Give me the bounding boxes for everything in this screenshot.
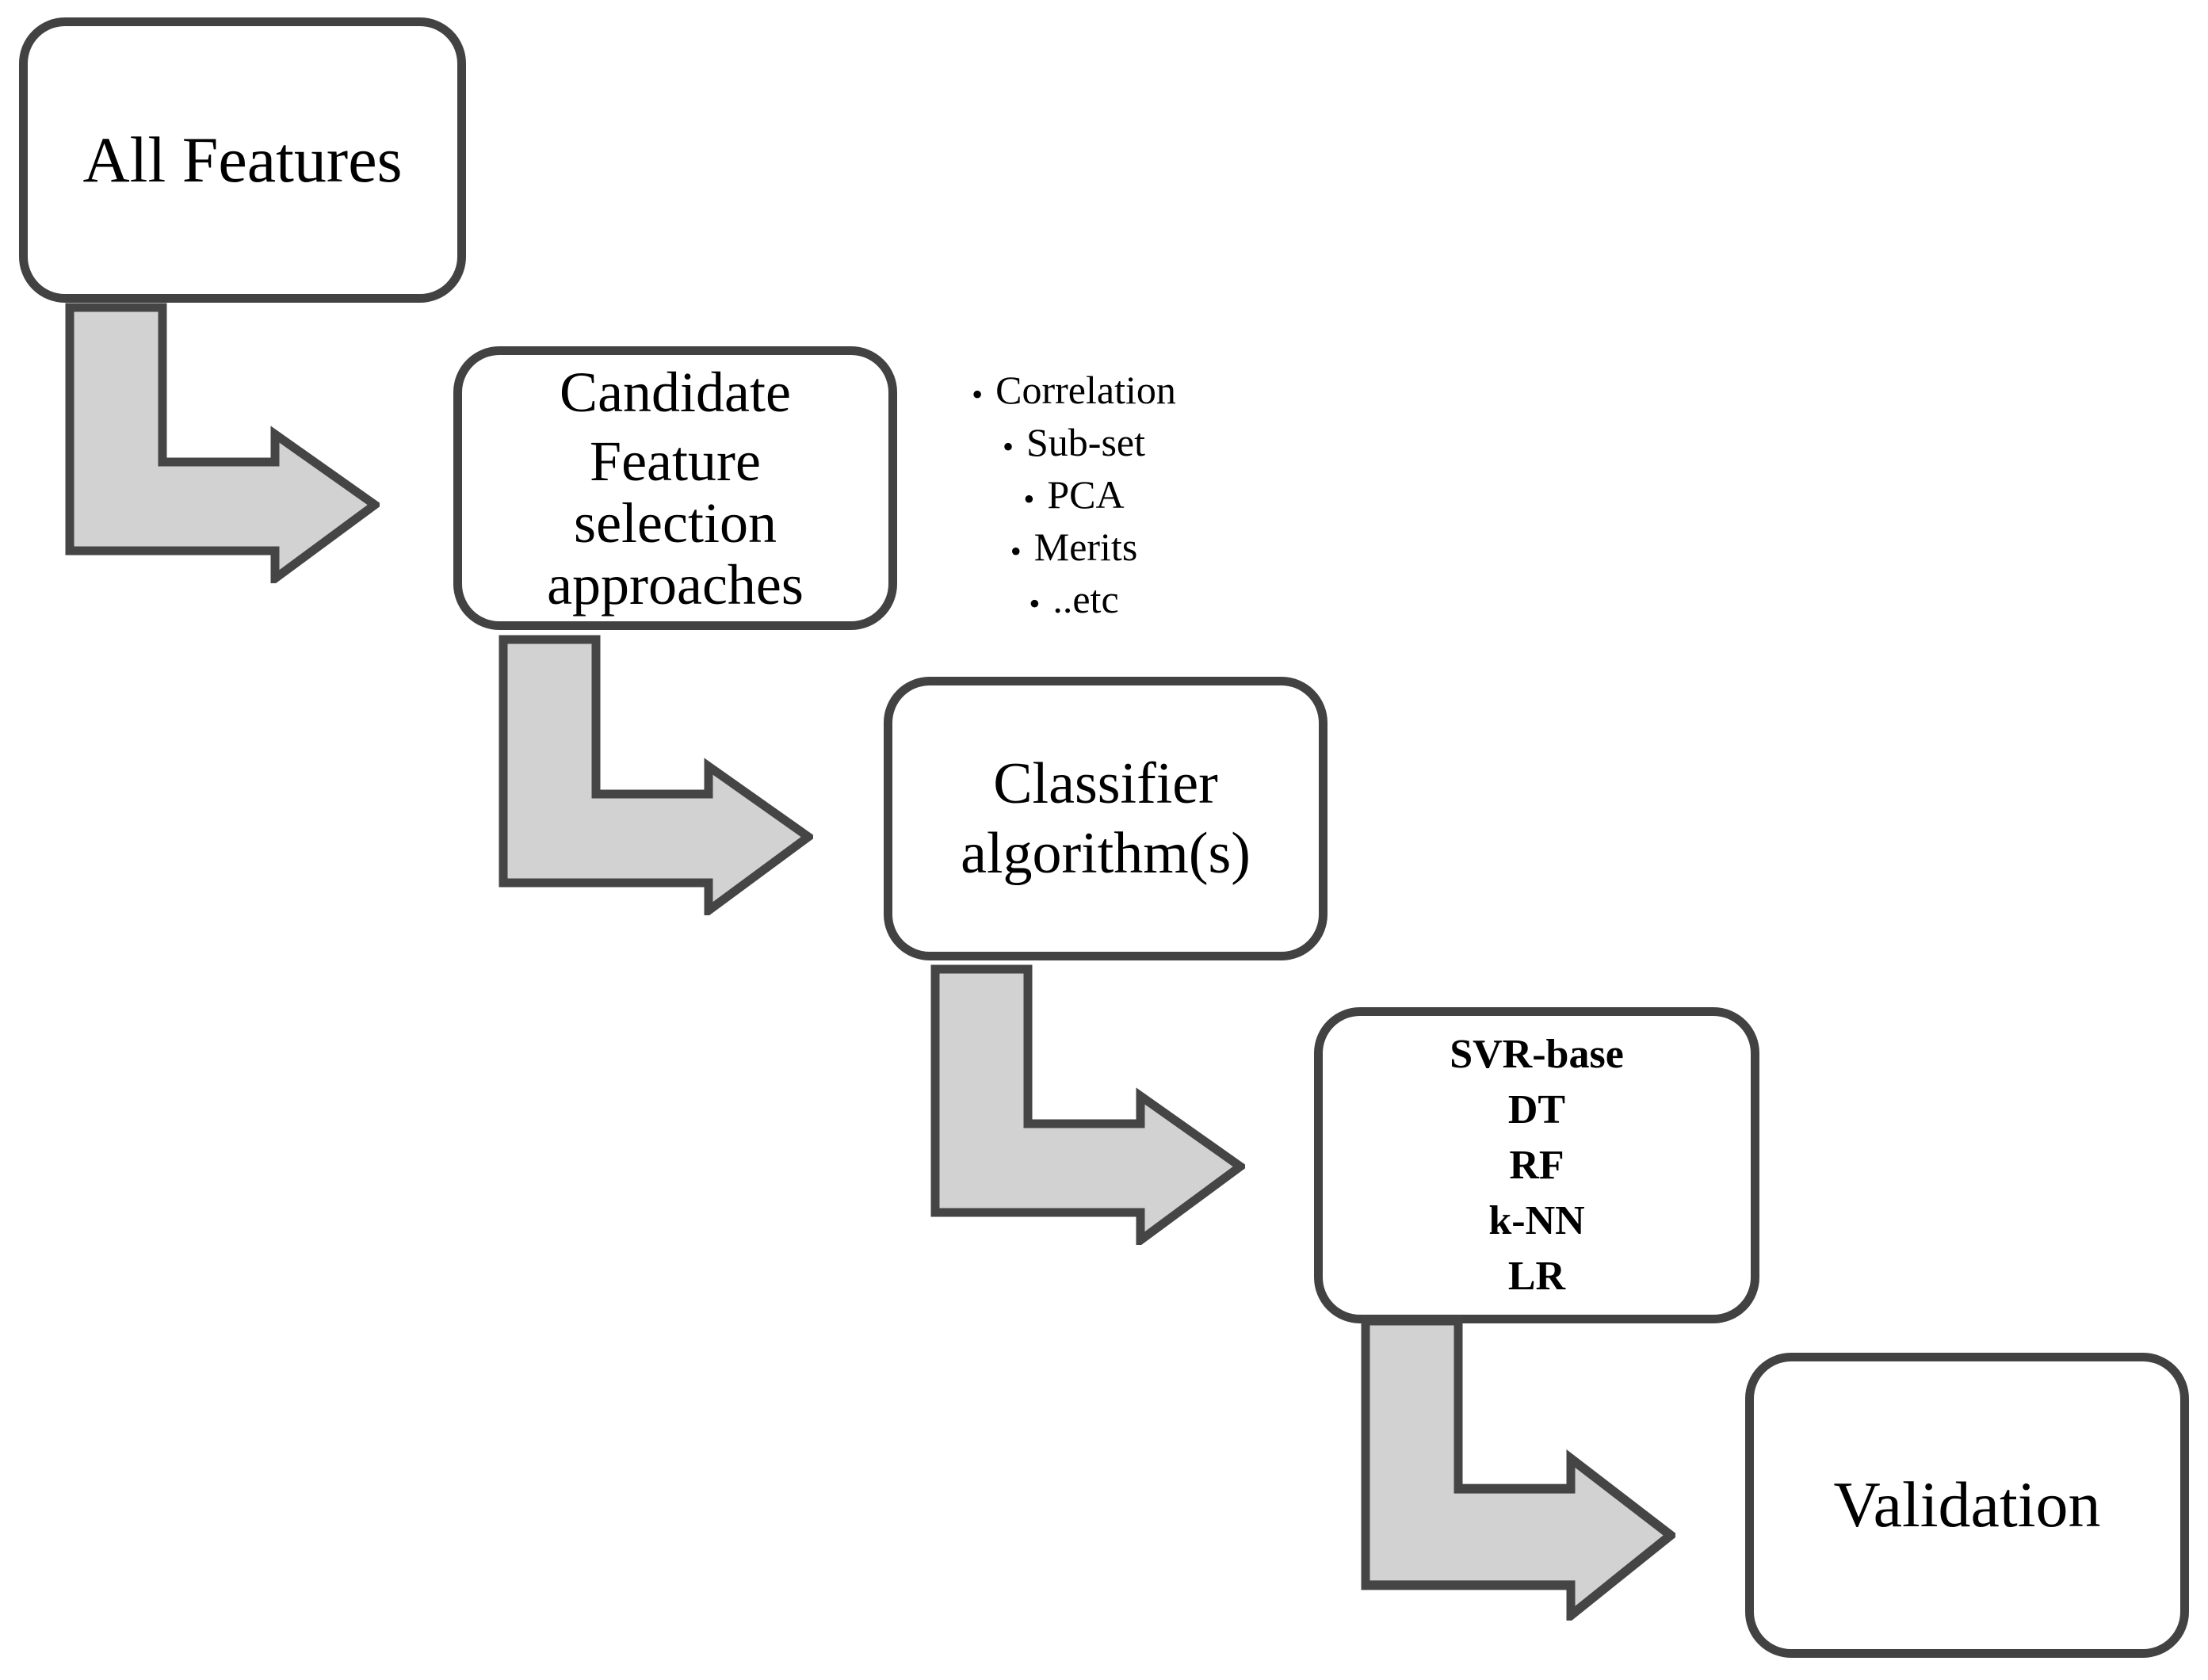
node-feature-selection-title: Candidate [560, 361, 791, 424]
bullet-item: •Correlation [972, 368, 1176, 413]
node-all-features-label: All Features [82, 123, 403, 196]
bullet-item: •Merits [1010, 525, 1138, 570]
algorithm-line-rf: RF [1509, 1142, 1564, 1188]
bullet-icon: • [1023, 481, 1035, 517]
algorithm-line-dt: DT [1507, 1086, 1566, 1132]
node-all-features: All Features [19, 17, 466, 303]
elbow-arrow-1 [65, 303, 380, 583]
elbow-arrow-4 [1361, 1315, 1675, 1621]
bullet-item: •PCA [1023, 472, 1125, 517]
node-classifier-algorithms-label: Classifier algorithm(s) [961, 751, 1251, 886]
feature-selection-methods-list: •Correlation •Sub-set •PCA •Merits •..et… [903, 366, 1244, 628]
bullet-item: •Sub-set [1002, 420, 1145, 465]
node-algorithm-list: SVR-base DT RF k-NN LR [1314, 1007, 1759, 1323]
node-validation: Validation [1745, 1353, 2189, 1658]
bullet-icon: • [1002, 429, 1014, 465]
algorithm-line-knn: k-NN [1488, 1197, 1585, 1243]
elbow-arrow-2 [499, 635, 813, 915]
elbow-arrow-3 [930, 964, 1245, 1245]
bullet-icon: • [972, 376, 984, 413]
algorithm-line-svr-base: SVR-base [1450, 1031, 1624, 1077]
node-validation-label: Validation [1833, 1468, 2101, 1541]
node-classifier-algorithms: Classifier algorithm(s) [884, 677, 1327, 960]
node-feature-selection: Candidate Feature selection approaches [453, 346, 897, 630]
node-feature-selection-subtitle: Feature selection approaches [547, 430, 804, 617]
bullet-icon: • [1010, 533, 1022, 570]
bullet-icon: • [1029, 586, 1041, 622]
algorithm-line-lr: LR [1507, 1253, 1566, 1299]
bullet-item: •..etc [1029, 577, 1119, 622]
